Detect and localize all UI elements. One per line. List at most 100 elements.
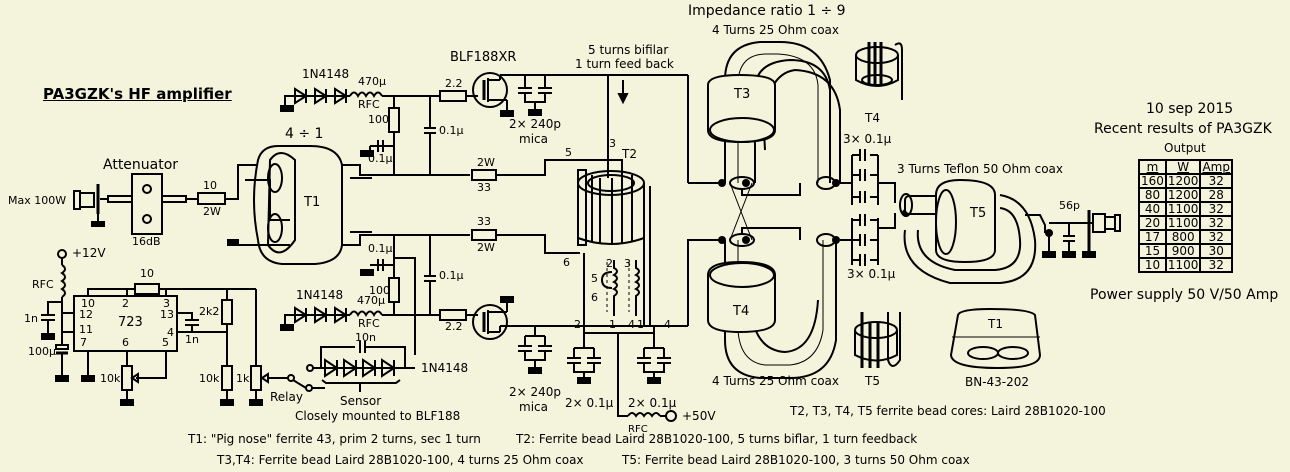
regulator-pot-1k: 1k [236,372,250,385]
t1-core-type: BN-43-202 [965,375,1030,389]
t2-note: T2: Ferrite bead Laird 28B1020-100, 5 tu… [516,432,918,446]
input-bnc-connector [73,184,108,227]
results-cell-watts: 1100 [1164,215,1202,231]
decoupling-left-label: 2× 0.1μ [565,396,614,410]
regulator-r-top: 10 [140,267,154,280]
ic-pin-7: 7 [80,336,87,349]
t2-transformer [577,169,651,326]
top-bias-cap-gate: 0.1μ [439,124,464,137]
page-title: PA3GZK's HF amplifier [43,85,232,103]
ic-pin-2: 2 [122,297,129,310]
t2-note-line2: 1 turn feed back [575,57,674,71]
ic-pin-4: 4 [167,326,174,339]
results-heading: Recent results of PA3GZK [1094,121,1272,137]
top-drain-caps-label: 2× 240p [509,117,562,131]
t1-label: T1 [304,195,321,210]
results-cell-watts: 1100 [1164,201,1202,217]
t2-pin-6: 6 [563,256,570,269]
t2-pin-2: 2 [574,318,581,331]
t1-core-icon [949,307,1042,370]
regulator-r-10k: 10k [199,372,220,385]
t2-winding-symbols [600,260,640,316]
supply-voltage-label: +50V [682,409,716,423]
ic-pin-12: 12 [79,308,93,321]
t5-core-icon [854,312,901,368]
results-cell-band: 10 [1138,257,1167,273]
bottom-bias-cap-ground: 0.1μ [368,242,393,255]
bottom-mosfet [472,296,514,340]
top-diodes-label: 1N4148 [302,67,350,81]
feedback-resistor-bottom [471,229,497,241]
caps-bottom-label: 3× 0.1μ [847,267,896,281]
sensor-cap-label: 10n [355,331,376,344]
results-cell-amps: 32 [1199,215,1233,231]
regulator-r-2k2: 2k2 [199,305,220,318]
regulator-choke-label: RFC [32,278,54,291]
t3-label: T3 [734,87,751,102]
coupling-caps-bottom [840,213,896,266]
coupling-caps-top [840,149,896,205]
bottom-bias-resistor: 100 [369,284,390,297]
transistor-label: BLF188XR [450,50,517,65]
results-cell-band: 17 [1138,229,1167,245]
supply-decoupling [567,326,677,422]
voltage-regulator [41,249,325,406]
results-cell-watts: 1200 [1164,173,1202,189]
regulator-supply-label: +12V [72,246,106,260]
t4-label: T4 [733,304,750,319]
ic-label: 723 [118,315,143,330]
ic-pin-10: 10 [81,297,95,310]
t1-ratio-label: 4 ÷ 1 [285,126,324,142]
t3-transformer [707,41,841,190]
regulator-pot-10k: 10k [100,372,121,385]
regulator-c-1n: 1n [185,333,199,346]
results-cell-band: 15 [1138,243,1167,259]
t4-turns-label: 4 Turns 25 Ohm coax [712,374,839,388]
ic-pin-3: 3 [163,297,170,310]
t2-winding-pin-left: 2 [606,257,613,270]
t2-pin-4a: 4 [628,318,635,331]
attenuator-value: 16dB [132,235,161,248]
results-cell-watts: 1100 [1164,257,1202,273]
results-cell-watts: 800 [1164,229,1202,245]
results-cell-amps: 32 [1199,201,1233,217]
t3-turns-label: 4 Turns 25 Ohm coax [712,23,839,37]
t4-transformer [707,233,837,379]
t2-loop-pin-6: 6 [591,291,598,304]
results-cell-watts: 1200 [1164,187,1202,203]
t1-core-label: T1 [988,317,1003,331]
max-power-label: Max 100W [8,194,67,207]
feedback-resistor-top [471,169,497,181]
bottom-bias-cap-gate: 0.1μ [439,269,464,282]
results-cell-amps: 32 [1199,173,1233,189]
bottom-choke-value: 470μ [357,294,385,307]
results-cell-amps: 30 [1199,243,1233,259]
results-cell-band: 160 [1138,173,1167,189]
regulator-c1-label: 1n [24,312,38,325]
ic-pin-13: 13 [160,308,174,321]
regulator-c2-label: 100μ [28,345,56,358]
t2-pin-3: 3 [609,137,616,150]
junction-dots [718,179,1053,244]
results-cell-watts: 900 [1164,243,1202,259]
t2-pin-1a: 1 [609,318,616,331]
t5-label: T5 [970,206,987,221]
top-drain-caps [518,75,552,116]
results-cell-band: 20 [1138,215,1167,231]
ic-pin-5: 5 [162,336,169,349]
sensor-mount-note: Closely mounted to BLF188 [295,409,461,423]
ic-pin-6: 6 [122,336,129,349]
results-cell-band: 80 [1138,187,1167,203]
output-cap-label: 56p [1059,199,1080,212]
input-resistor-power: 2W [203,205,221,218]
top-bias-network [280,87,478,175]
feedback-bottom-power: 2W [477,241,495,254]
results-cell-amps: 32 [1199,257,1233,273]
bottom-drain-caps-label: 2× 240p [509,385,562,399]
